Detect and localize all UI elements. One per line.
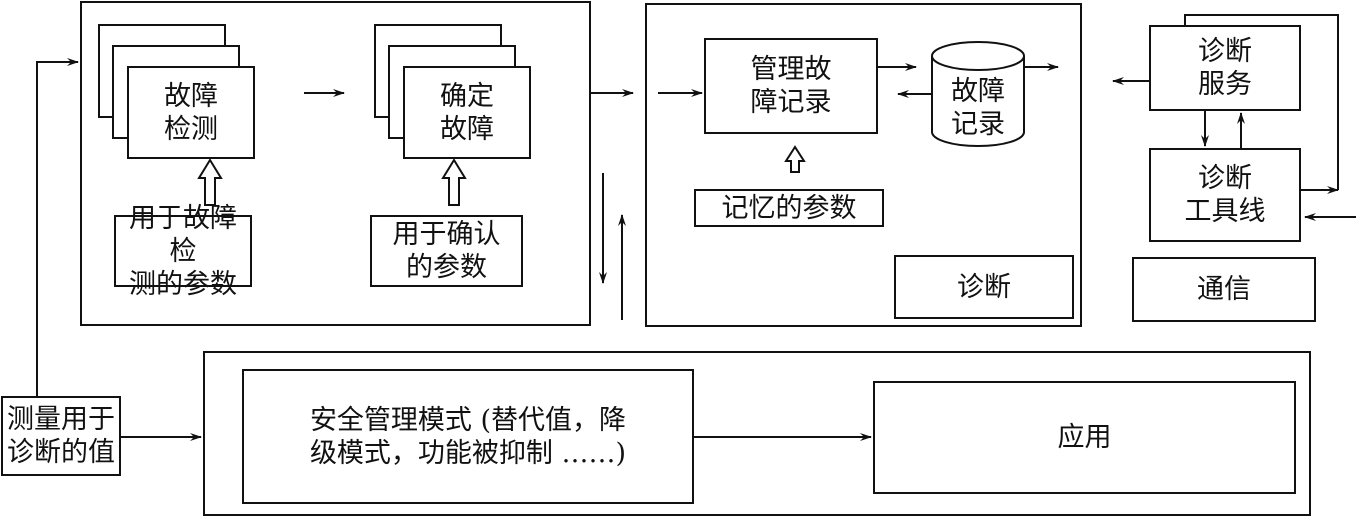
- measured-values-box: 测量用于 诊断的值: [1, 396, 121, 476]
- confirmation-params-hollow-arrow: [441, 158, 467, 206]
- fault-detection-box: 故障 检测: [127, 66, 255, 159]
- fault-record-store-text: 故障 记录: [951, 76, 1005, 140]
- diag-service-box: 诊断 服务: [1149, 25, 1301, 111]
- manage-fault-records-box: 管理故 障记录: [704, 38, 878, 134]
- application-panel: [203, 351, 1311, 516]
- application-label: 应用: [1057, 422, 1112, 453]
- diag-tool-line-label: 诊断 工具线: [1184, 163, 1266, 227]
- manage-fault-records-label: 管理故 障记录: [750, 54, 832, 118]
- fault-detection-params-box: 用于故障检 测的参数: [114, 203, 252, 300]
- detection-params-hollow-arrow: [197, 158, 223, 206]
- diagnosis-panel: [645, 3, 1082, 327]
- memory-params-label: 记忆的参数: [721, 192, 857, 224]
- diag-tool-line-box: 诊断 工具线: [1149, 148, 1301, 242]
- memory-params-hollow-arrow: [784, 145, 806, 173]
- fault-confirmation-box: 确定 故障: [403, 66, 531, 159]
- communication-label-box: 通信: [1132, 257, 1316, 322]
- fault-confirmation-label: 确定 故障: [440, 80, 494, 145]
- fault-confirmation-params-box: 用于确认 的参数: [370, 215, 523, 287]
- communication-label: 通信: [1197, 274, 1251, 305]
- safety-mode-box: 安全管理模式 (替代值，降 级模式，功能被抑制 ……): [242, 369, 694, 504]
- fault-detection-label: 故障 检测: [164, 80, 218, 145]
- fault-record-cylinder: [931, 41, 1025, 147]
- measured-to-detection-wire: [36, 58, 79, 396]
- measured-values-label: 测量用于 诊断的值: [7, 404, 115, 468]
- diagnosis-label: 诊断: [957, 271, 1011, 303]
- memory-params-box: 记忆的参数: [694, 189, 884, 227]
- diagnosis-label-box: 诊断: [894, 255, 1074, 319]
- diag-service-label: 诊断 服务: [1198, 36, 1252, 100]
- service-loop-wire: [1184, 14, 1339, 190]
- application-box: 应用: [873, 381, 1296, 494]
- fault-detection-panel: [80, 1, 591, 326]
- fault-detection-params-label: 用于故障检 测的参数: [129, 202, 237, 300]
- fault-confirmation-params-label: 用于确认 的参数: [392, 219, 501, 283]
- safety-mode-label: 安全管理模式 (替代值，降 级模式，功能被抑制 ……): [309, 404, 627, 469]
